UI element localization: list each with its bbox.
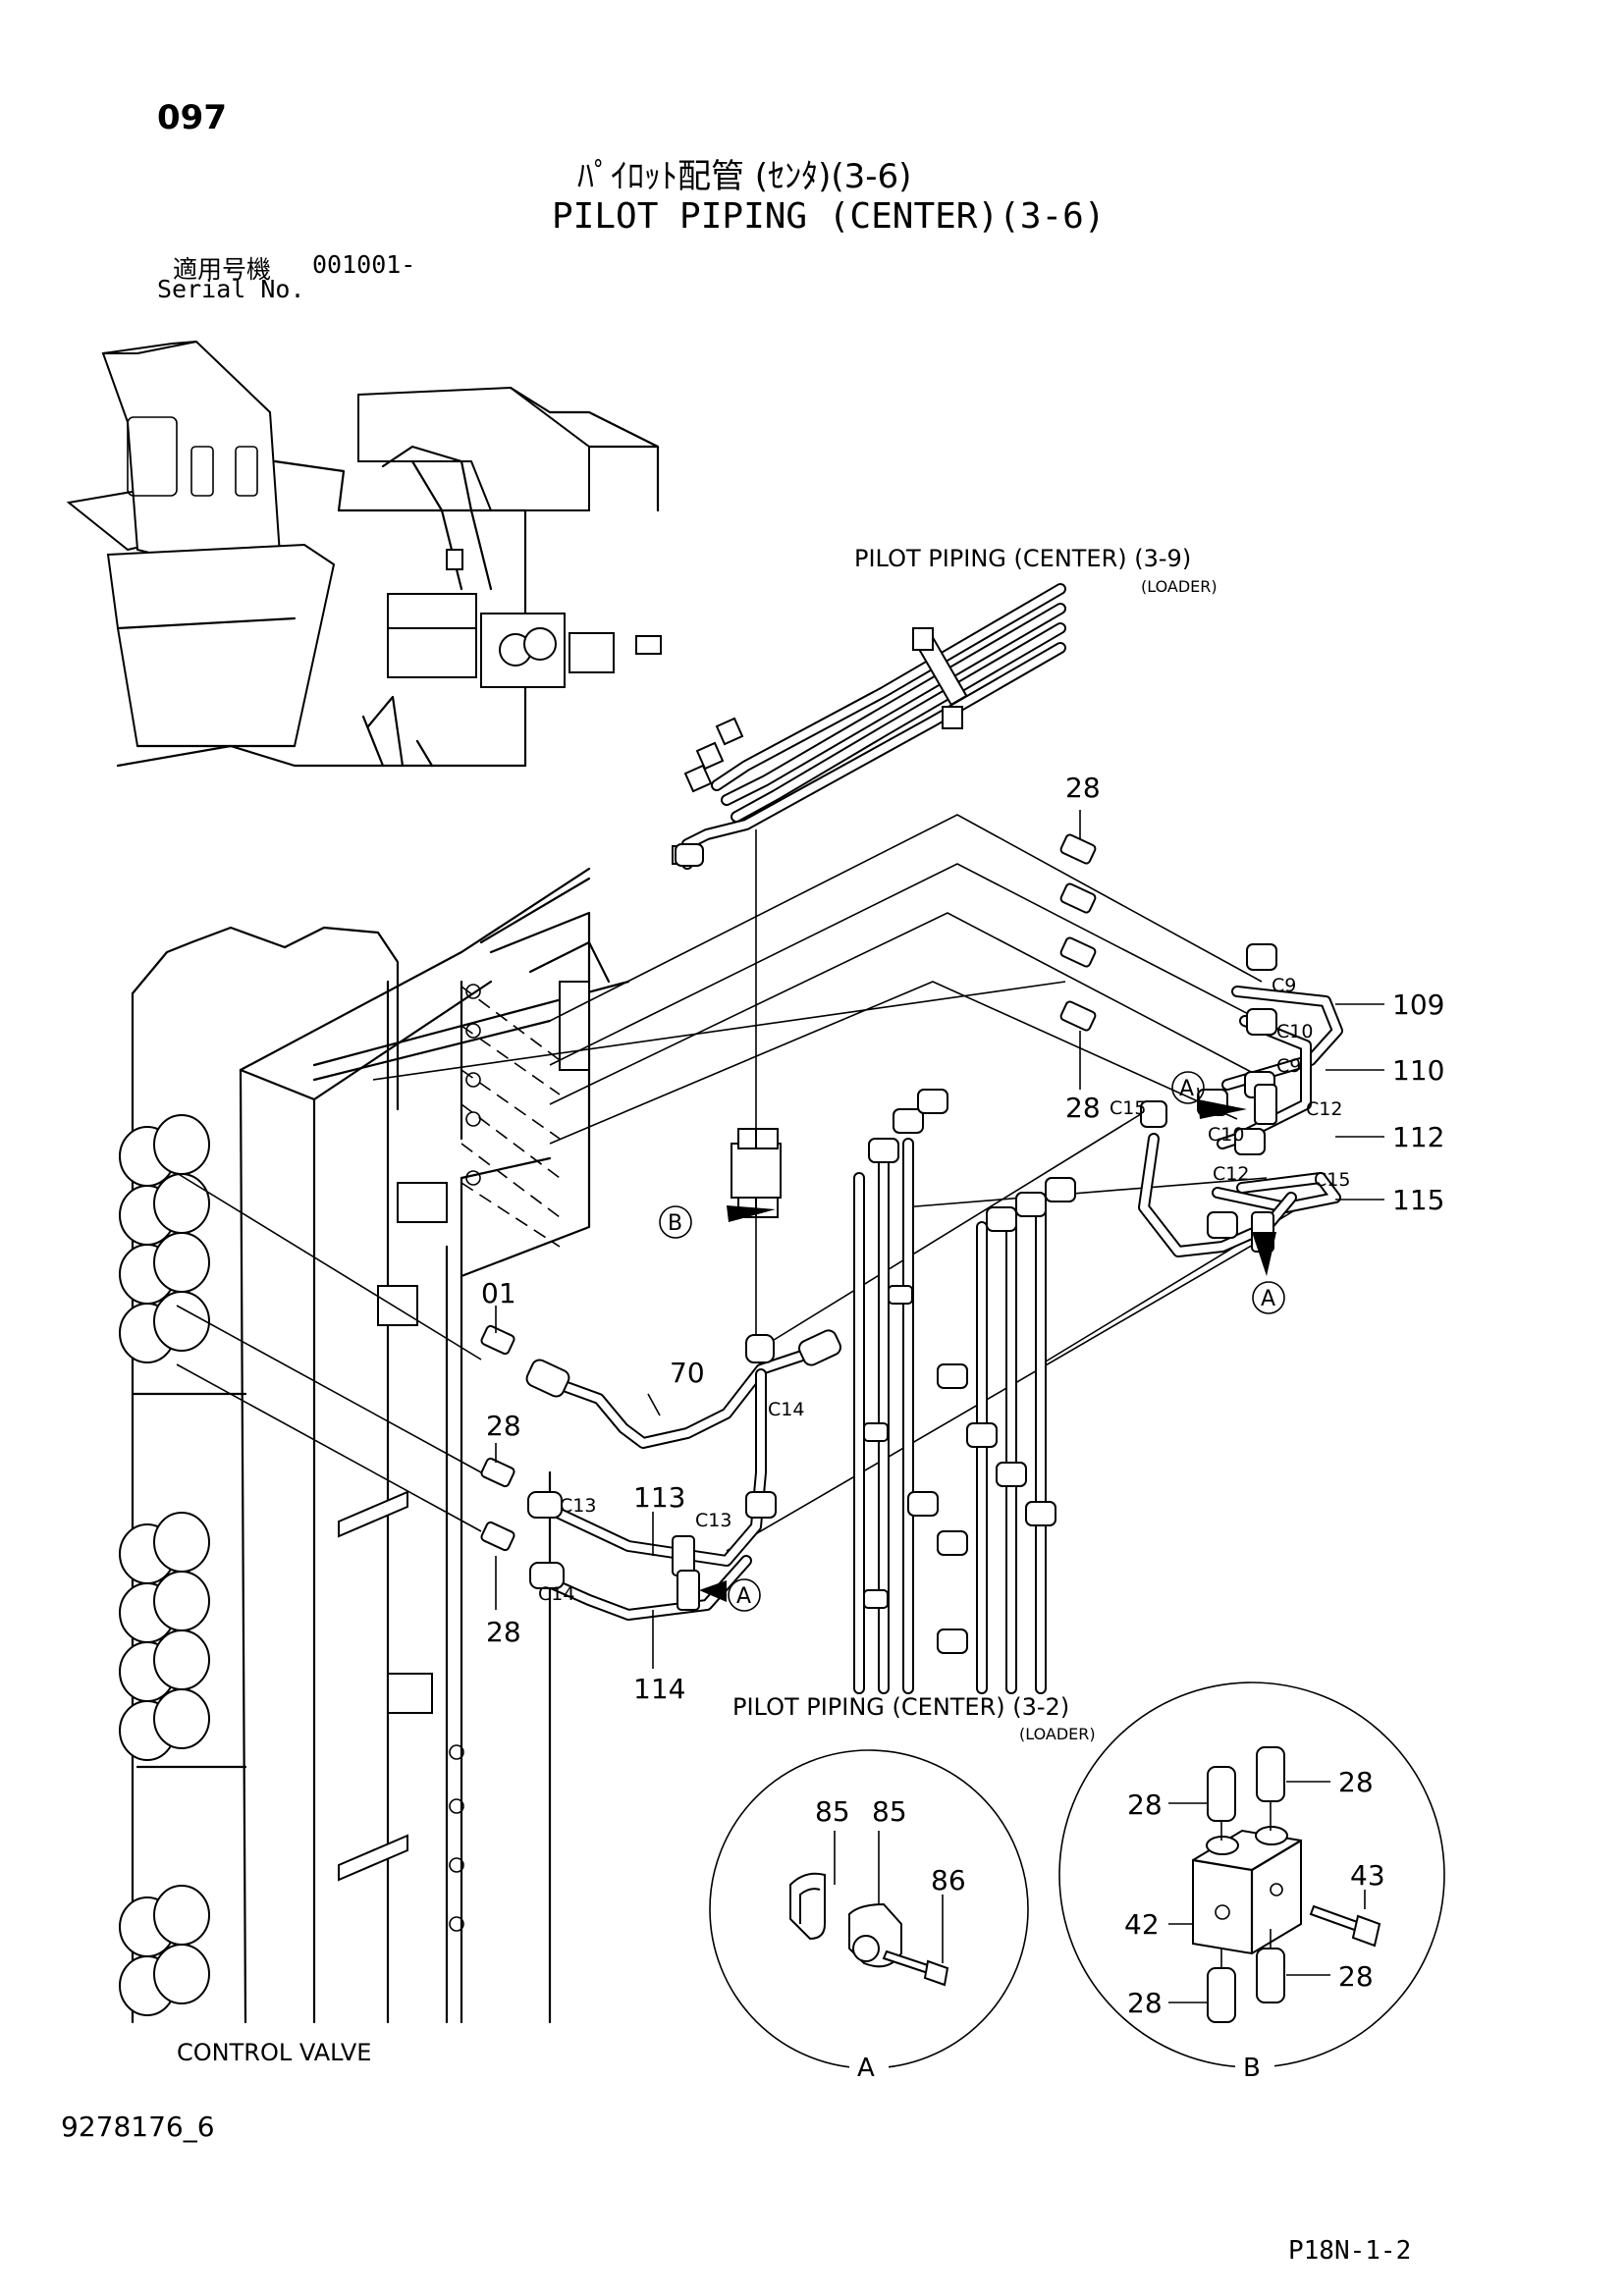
callout-28-mid: 28 bbox=[1065, 1092, 1101, 1124]
hoses bbox=[539, 986, 1343, 1621]
spool-caps bbox=[119, 1114, 210, 2016]
pilot-block-b bbox=[731, 1128, 782, 1218]
code-c14-b: C14 bbox=[538, 1583, 574, 1605]
callout-110: 110 bbox=[1392, 1054, 1444, 1087]
callout-112: 112 bbox=[1392, 1121, 1444, 1153]
ref-b: B bbox=[668, 1211, 682, 1236]
reference-lower-label: PILOT PIPING (CENTER) (3-2) bbox=[732, 1693, 1070, 1721]
code-c12-b: C12 bbox=[1213, 1163, 1249, 1185]
code-c13-a: C13 bbox=[560, 1495, 596, 1517]
serial-value: 001001- bbox=[312, 250, 416, 279]
code-c10-b: C10 bbox=[1208, 1124, 1244, 1146]
reference-lower-sublabel: (LOADER) bbox=[1019, 1725, 1096, 1743]
drawing-number: 9278176_6 bbox=[61, 2110, 215, 2143]
callout-109: 109 bbox=[1392, 988, 1444, 1021]
detail-b-part-28-top-left: 28 bbox=[1127, 1789, 1163, 1821]
ref-a-upper: A bbox=[1179, 1077, 1194, 1101]
page-number: 097 bbox=[157, 98, 227, 137]
callout-115: 115 bbox=[1392, 1184, 1444, 1216]
upper-pipe-bundle bbox=[672, 583, 1066, 870]
machine-overview-drawing bbox=[66, 340, 662, 768]
detail-a: 85 85 86 A bbox=[709, 1749, 1029, 2083]
code-c9-a: C9 bbox=[1272, 975, 1296, 996]
reference-upper-sublabel: (LOADER) bbox=[1141, 577, 1218, 596]
detail-b-label: B bbox=[1243, 2054, 1261, 2083]
code-c15-a: C15 bbox=[1110, 1097, 1146, 1119]
callout-28-left-lower: 28 bbox=[486, 1616, 521, 1648]
callout-labels: 28 28 109 110 112 115 01 70 28 113 28 11… bbox=[481, 772, 1444, 1705]
callout-01: 01 bbox=[481, 1277, 516, 1309]
ref-a-right: A bbox=[1261, 1287, 1275, 1311]
title-japanese: ﾊﾟｲﾛｯﾄ配管 (ｾﾝﾀ)(3-6) bbox=[577, 157, 912, 196]
callout-28-left-upper: 28 bbox=[486, 1410, 521, 1442]
control-valve-label: CONTROL VALVE bbox=[177, 2039, 372, 2066]
code-c9-b: C9 bbox=[1276, 1055, 1301, 1077]
control-valve-drawing bbox=[119, 867, 630, 2024]
vertical-hose-bundle bbox=[853, 1089, 1076, 1694]
callout-113: 113 bbox=[633, 1481, 685, 1514]
leader-lines bbox=[495, 810, 1384, 1669]
callout-70: 70 bbox=[670, 1357, 705, 1389]
detail-b: 28 28 42 43 28 28 B bbox=[1058, 1682, 1445, 2083]
detail-b-part-28-bottom-right: 28 bbox=[1338, 1960, 1374, 1993]
detail-a-part-86: 86 bbox=[931, 1864, 966, 1896]
serial-label-japanese: 適用号機 bbox=[173, 255, 272, 284]
page-code: P18N-1-2 bbox=[1288, 2236, 1412, 2266]
detail-b-part-43: 43 bbox=[1350, 1859, 1385, 1892]
callout-28-top: 28 bbox=[1065, 772, 1101, 804]
code-c14-a: C14 bbox=[768, 1399, 804, 1420]
detail-a-part-85-right: 85 bbox=[872, 1795, 907, 1828]
detail-b-part-28-bottom-left: 28 bbox=[1127, 1987, 1163, 2019]
detail-b-part-28-top-right: 28 bbox=[1338, 1766, 1374, 1798]
reference-upper-label: PILOT PIPING (CENTER) (3-9) bbox=[854, 545, 1192, 572]
ref-a-lower: A bbox=[736, 1584, 751, 1609]
detail-b-part-42: 42 bbox=[1124, 1908, 1160, 1941]
detail-a-label: A bbox=[857, 2054, 875, 2083]
callout-114: 114 bbox=[633, 1673, 685, 1705]
code-c12-a: C12 bbox=[1306, 1098, 1342, 1120]
code-c15-b: C15 bbox=[1314, 1169, 1350, 1191]
serial-label-english: Serial No. bbox=[157, 275, 305, 303]
code-c13-b: C13 bbox=[695, 1510, 731, 1531]
title-english: PILOT PIPING (CENTER)(3-6) bbox=[552, 196, 1106, 237]
code-c10-a: C10 bbox=[1276, 1021, 1313, 1042]
detail-a-part-85-left: 85 bbox=[815, 1795, 850, 1828]
